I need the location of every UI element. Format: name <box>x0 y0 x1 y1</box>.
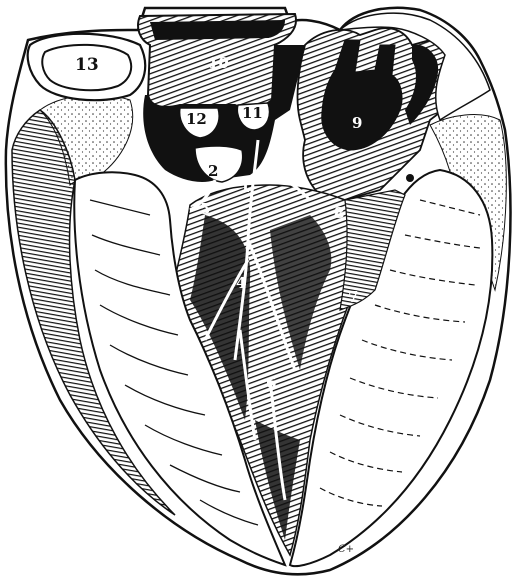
label-1: 1 <box>240 178 250 196</box>
artist-signature: C+ <box>338 544 354 555</box>
label-13: 13 <box>75 55 99 75</box>
marker-dot <box>406 174 414 182</box>
label-11: 11 <box>242 104 263 122</box>
label-10: 10 <box>208 54 229 72</box>
label-12: 12 <box>186 110 207 128</box>
label-5: 5 <box>200 200 210 218</box>
label-6: 6 <box>266 374 276 392</box>
label-4: 4 <box>236 274 246 292</box>
label-3: 3 <box>282 164 292 182</box>
label-7: 7 <box>348 288 358 306</box>
label-8: 8 <box>334 204 344 222</box>
label-2: 2 <box>208 162 218 180</box>
label-9: 9 <box>352 114 362 132</box>
